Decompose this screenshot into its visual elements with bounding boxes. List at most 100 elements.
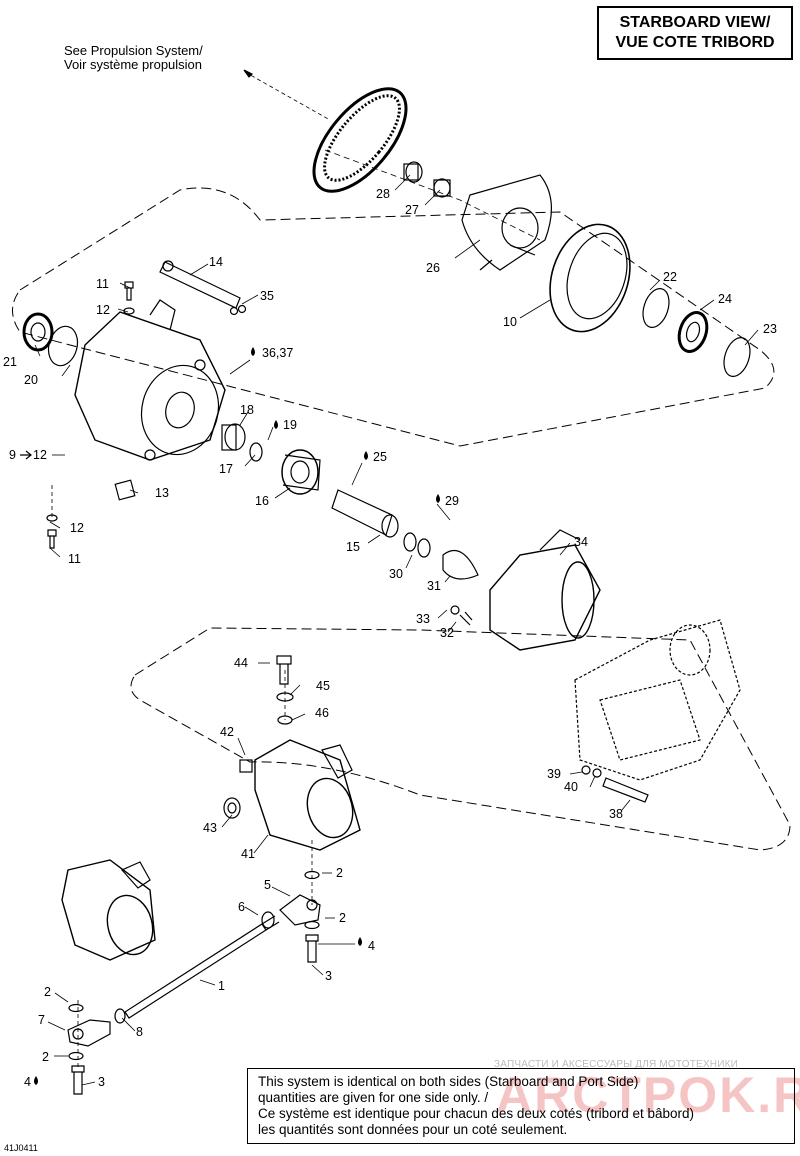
drop-icon [358, 937, 362, 946]
propulsion-note-line1: See Propulsion System/ [64, 43, 203, 58]
nozzle-41 [254, 739, 361, 851]
callout-2-lower-top: 2 [44, 985, 51, 999]
screw-3-upper [305, 934, 319, 963]
callout-24: 24 [718, 292, 732, 306]
callout-26: 26 [426, 261, 440, 275]
washer-45 [276, 692, 294, 702]
screw-11-left [47, 529, 57, 549]
oring-30a [403, 532, 417, 552]
view-title-box: STARBOARD VIEW/ VUE COTE TRIBORD [597, 6, 793, 60]
callout-labels: 28 27 26 10 22 24 23 14 11 12 35 21 20 3… [3, 187, 777, 1089]
callout-23: 23 [763, 322, 777, 336]
callout-21: 21 [3, 355, 17, 369]
drop-icon [274, 420, 278, 429]
callout-2-mid: 2 [339, 911, 346, 925]
callout-5: 5 [264, 878, 271, 892]
drop-icon [251, 347, 255, 356]
callout-39: 39 [547, 767, 561, 781]
callout-12-top: 12 [96, 303, 110, 317]
oring-30b [417, 538, 431, 558]
lower-group-outline [130, 627, 791, 851]
upper-group-outline [12, 187, 775, 447]
callout-41: 41 [241, 847, 255, 861]
callout-8: 8 [136, 1025, 143, 1039]
callout-18: 18 [240, 403, 254, 417]
washer-2-upper [304, 870, 320, 880]
callout-45: 45 [316, 679, 330, 693]
callout-31: 31 [427, 579, 441, 593]
callout-46: 46 [315, 706, 329, 720]
watermark-brand: ARCTPOK.RU [496, 1067, 800, 1123]
callout-14: 14 [209, 255, 223, 269]
washer-39 [581, 765, 591, 775]
footnote-line2: quantities are given for one side only. … [258, 1090, 489, 1105]
bushing-27 [433, 178, 451, 198]
callout-4-right: 4 [368, 939, 375, 953]
callout-17: 17 [219, 462, 233, 476]
bushing-43 [223, 797, 241, 819]
callout-12-mid: 12 [33, 448, 47, 462]
callout-33: 33 [416, 612, 430, 626]
callout-11-top: 11 [96, 277, 109, 291]
venturi-34 [489, 529, 601, 651]
steering-rod-1 [124, 915, 280, 1019]
mount-bracket [574, 619, 741, 781]
shaft-15 [331, 489, 399, 538]
watermark-tagline: ЗАПЧАСТИ И АКСЕССУАРЫ ДЛЯ МОТОТЕХНИКИ [494, 1059, 739, 1070]
footnote-line4: les quantités sont données pour un coté … [258, 1122, 568, 1137]
callout-38: 38 [609, 807, 623, 821]
arrow-icon [20, 450, 32, 460]
washer-40 [592, 768, 602, 778]
nozzle-port [61, 859, 156, 961]
callout-20: 20 [24, 373, 38, 387]
drop-icon [34, 1076, 38, 1085]
bushing-28 [403, 161, 423, 183]
wear-ring-10 [549, 223, 631, 333]
cone-31 [442, 550, 479, 580]
toothed-ring [312, 87, 408, 193]
callout-2-lower-bottom: 2 [42, 1050, 49, 1064]
callout-22: 22 [663, 270, 677, 284]
bearing-16 [281, 449, 321, 495]
callout-40: 40 [564, 780, 578, 794]
callout-10: 10 [503, 315, 517, 329]
callout-3-right: 3 [325, 969, 332, 983]
washer-2-mid [304, 920, 320, 930]
callout-2-upper: 2 [336, 866, 343, 880]
lever-14 [159, 260, 241, 309]
oring-35a [229, 306, 239, 316]
ring-23 [723, 337, 751, 377]
callout-7: 7 [38, 1013, 45, 1027]
oring-20 [47, 325, 79, 367]
callout-30: 30 [389, 567, 403, 581]
reference-code: 41J0411 [4, 1143, 38, 1153]
callout-25: 25 [373, 450, 387, 464]
callout-16: 16 [255, 494, 269, 508]
callout-34: 34 [574, 535, 588, 549]
callout-1: 1 [218, 979, 225, 993]
view-title-line1: STARBOARD VIEW/ [619, 14, 771, 31]
callout-43: 43 [203, 821, 217, 835]
housing-9 [74, 299, 226, 461]
callout-35: 35 [260, 289, 274, 303]
callout-29: 29 [445, 494, 459, 508]
impeller-26 [461, 174, 553, 271]
callout-12-left: 12 [70, 521, 84, 535]
footnote-line1: This system is identical on both sides (… [258, 1074, 639, 1089]
nut-6 [261, 911, 275, 929]
drop-icon [436, 494, 440, 503]
ring-22 [642, 288, 670, 328]
oring-35b [237, 304, 247, 314]
drop-icons [34, 347, 440, 1085]
callout-13: 13 [155, 486, 169, 500]
callout-36-37: 36,37 [262, 346, 293, 360]
bushing-18 [221, 423, 246, 451]
callout-32: 32 [440, 626, 454, 640]
washer-2-lower-bottom [68, 1051, 84, 1061]
washer-46 [277, 715, 293, 725]
insert-42 [239, 759, 253, 773]
propulsion-note-line2: Voir système propulsion [64, 57, 203, 72]
washer-33 [450, 605, 460, 615]
footnote-box: This system is identical on both sides (… [247, 1068, 795, 1144]
